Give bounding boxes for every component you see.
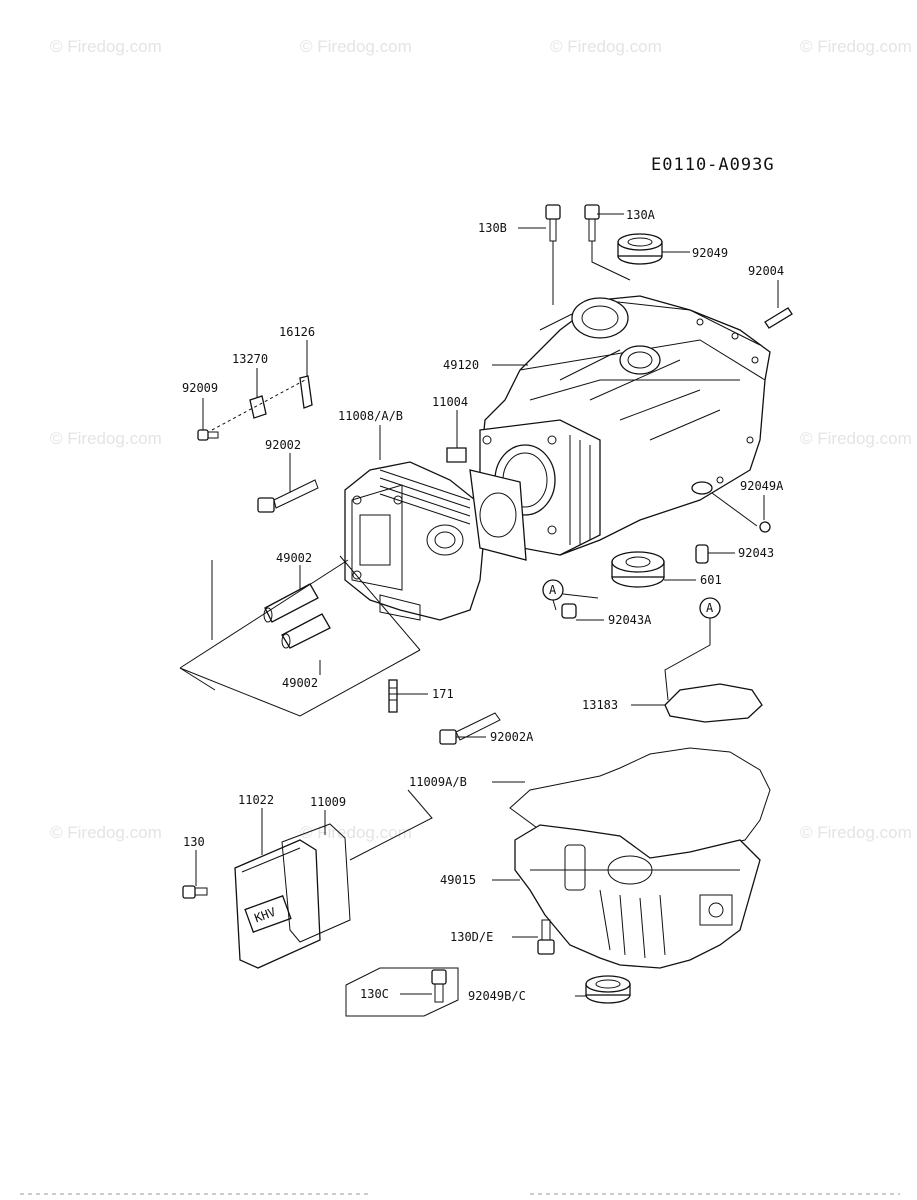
watermark: © Firedog.com xyxy=(300,37,412,56)
callout-49120[interactable]: 49120 xyxy=(443,358,479,372)
callout-11008[interactable]: 11008/A/B xyxy=(338,409,403,423)
callout-labels: 130B 130A 92049 92004 49120 16126 13270 … xyxy=(182,208,784,1003)
bolt-92009[interactable] xyxy=(197,429,219,441)
callout-92002[interactable]: 92002 xyxy=(265,438,301,452)
callout-130de[interactable]: 130D/E xyxy=(450,930,493,944)
stud-92004[interactable] xyxy=(764,307,793,329)
reference-mark-a-upper: A xyxy=(542,579,564,601)
dowel-92043a[interactable] xyxy=(561,603,577,619)
callout-49002-lower[interactable]: 49002 xyxy=(282,676,318,690)
callout-92043[interactable]: 92043 xyxy=(738,546,774,560)
bracket-13270[interactable] xyxy=(249,395,267,419)
cylinder-head-11008[interactable] xyxy=(344,461,486,621)
watermark: © Firedog.com xyxy=(50,37,162,56)
callout-601[interactable]: 601 xyxy=(700,573,722,587)
callout-92049bc[interactable]: 92049B/C xyxy=(468,989,526,1003)
watermark: © Firedog.com xyxy=(50,429,162,448)
cover-logo: KHV xyxy=(252,905,277,926)
leader-lines xyxy=(195,213,779,997)
bolt-92002[interactable] xyxy=(257,479,319,513)
stud-171[interactable] xyxy=(388,679,398,713)
callout-92049a[interactable]: 92049A xyxy=(740,479,784,493)
bolt-130b[interactable] xyxy=(545,204,561,242)
watermark: © Firedog.com xyxy=(800,37,912,56)
watermark: © Firedog.com xyxy=(800,429,912,448)
crankcase-49120[interactable] xyxy=(479,295,771,556)
dowel-92043[interactable] xyxy=(695,544,709,564)
bolt-130c[interactable] xyxy=(431,969,447,1003)
watermark: © Firedog.com xyxy=(50,823,162,842)
callout-92049[interactable]: 92049 xyxy=(692,246,728,260)
callout-11009[interactable]: 11009 xyxy=(310,795,346,809)
valve-guide-49002-upper[interactable] xyxy=(263,583,319,623)
callout-16126[interactable]: 16126 xyxy=(279,325,315,339)
callout-130a[interactable]: 130A xyxy=(626,208,656,222)
oil-seal-92049bc[interactable] xyxy=(585,975,631,1004)
plug-92049a-fitting[interactable] xyxy=(691,481,713,495)
callout-130b[interactable]: 130B xyxy=(478,221,507,235)
callout-11009ab[interactable]: 11009A/B xyxy=(409,775,467,789)
callout-11004[interactable]: 11004 xyxy=(432,395,468,409)
callout-130c[interactable]: 130C xyxy=(360,987,389,1001)
gasket-11004[interactable] xyxy=(446,447,527,561)
svg-text:A: A xyxy=(706,601,714,615)
callout-92002a[interactable]: 92002A xyxy=(490,730,534,744)
callout-11022[interactable]: 11022 xyxy=(238,793,274,807)
callout-92043a[interactable]: 92043A xyxy=(608,613,652,627)
valve-guide-49002-lower[interactable] xyxy=(281,613,331,649)
callout-92004[interactable]: 92004 xyxy=(748,264,784,278)
callout-49002-upper[interactable]: 49002 xyxy=(276,551,312,565)
diagram-code: E0110-A093G xyxy=(651,155,775,175)
clip-16126[interactable] xyxy=(299,375,313,409)
watermarks: © Firedog.com © Firedog.com © Firedog.co… xyxy=(50,37,912,842)
callout-130[interactable]: 130 xyxy=(183,835,205,849)
callout-49015[interactable]: 49015 xyxy=(440,873,476,887)
gasket-11009[interactable] xyxy=(281,823,351,943)
gasket-13183[interactable] xyxy=(664,683,763,723)
callout-171[interactable]: 171 xyxy=(432,687,454,701)
oil-seal-92049[interactable] xyxy=(617,233,663,265)
svg-text:A: A xyxy=(549,583,557,597)
reference-mark-a-lower: A xyxy=(699,597,721,619)
seal-92049a[interactable] xyxy=(759,521,771,533)
rocker-cover-11022[interactable]: KHV xyxy=(234,839,321,969)
bearing-601[interactable] xyxy=(611,551,665,588)
inset-box-130c xyxy=(345,967,459,1017)
bolt-130de[interactable] xyxy=(537,919,555,955)
callout-13183[interactable]: 13183 xyxy=(582,698,618,712)
bolt-130a[interactable] xyxy=(584,204,600,242)
bolt-130[interactable] xyxy=(182,885,208,899)
callout-92009[interactable]: 92009 xyxy=(182,381,218,395)
watermark: © Firedog.com xyxy=(800,823,912,842)
watermark: © Firedog.com xyxy=(300,823,412,842)
callout-13270[interactable]: 13270 xyxy=(232,352,268,366)
watermark: © Firedog.com xyxy=(550,37,662,56)
